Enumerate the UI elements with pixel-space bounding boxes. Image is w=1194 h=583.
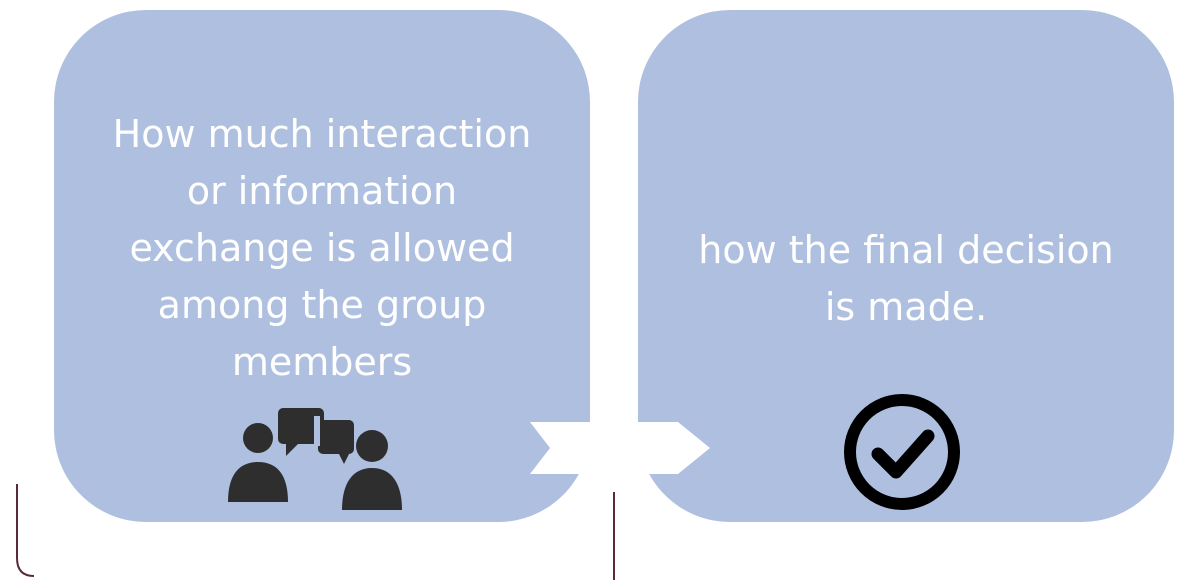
flow-arrow-head <box>638 422 710 478</box>
checkmark-circle-icon <box>832 392 976 516</box>
flow-arrow-tail <box>530 422 604 478</box>
decision-card-text: how the final decision is made. <box>698 228 1114 329</box>
interaction-card: How much interaction or information exch… <box>54 10 590 522</box>
decision-card: how the final decision is made. <box>638 10 1174 522</box>
group-discussion-icon <box>226 406 406 518</box>
interaction-card-text: How much interaction or information exch… <box>112 112 532 384</box>
bottom-bracket <box>0 478 640 583</box>
